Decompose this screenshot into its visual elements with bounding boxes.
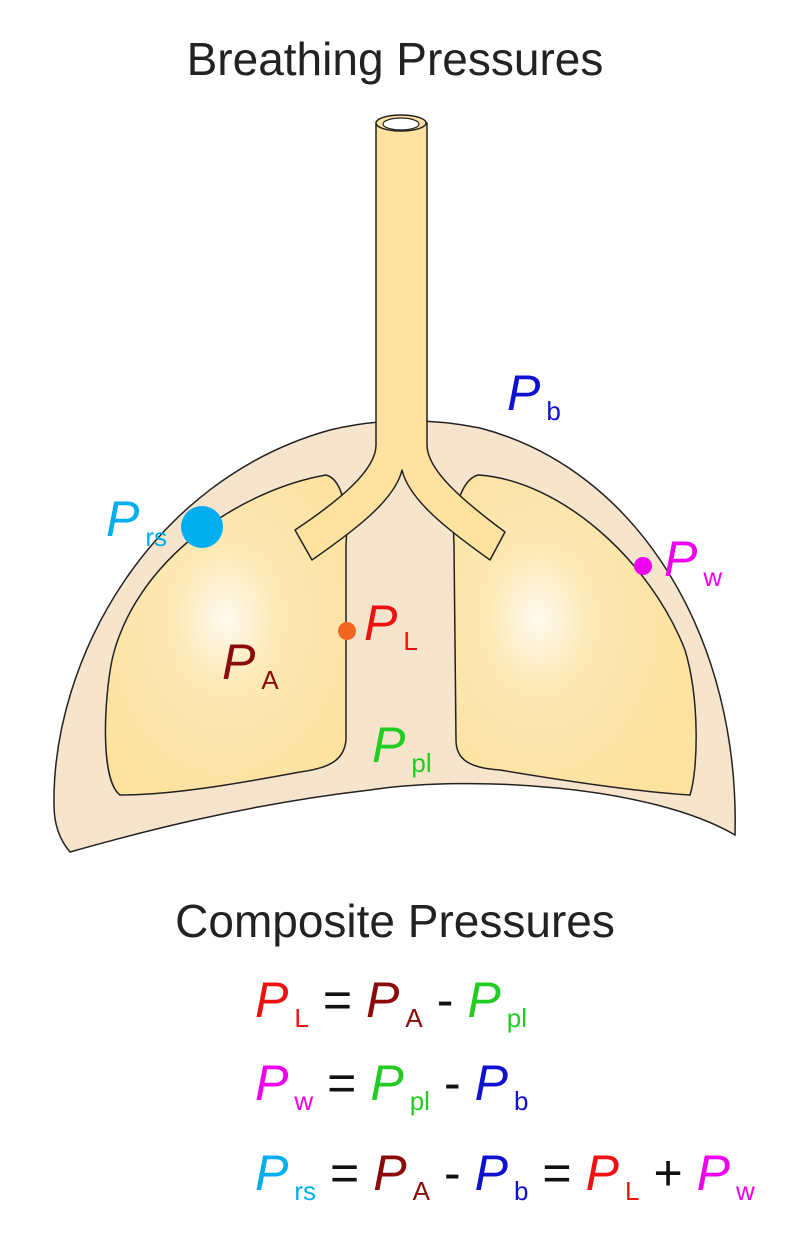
pw-point <box>634 557 652 575</box>
trachea-lumen <box>383 118 419 130</box>
prs-point <box>181 506 223 548</box>
composite-title: Composite Pressures <box>0 894 790 948</box>
pl-point <box>338 622 356 640</box>
